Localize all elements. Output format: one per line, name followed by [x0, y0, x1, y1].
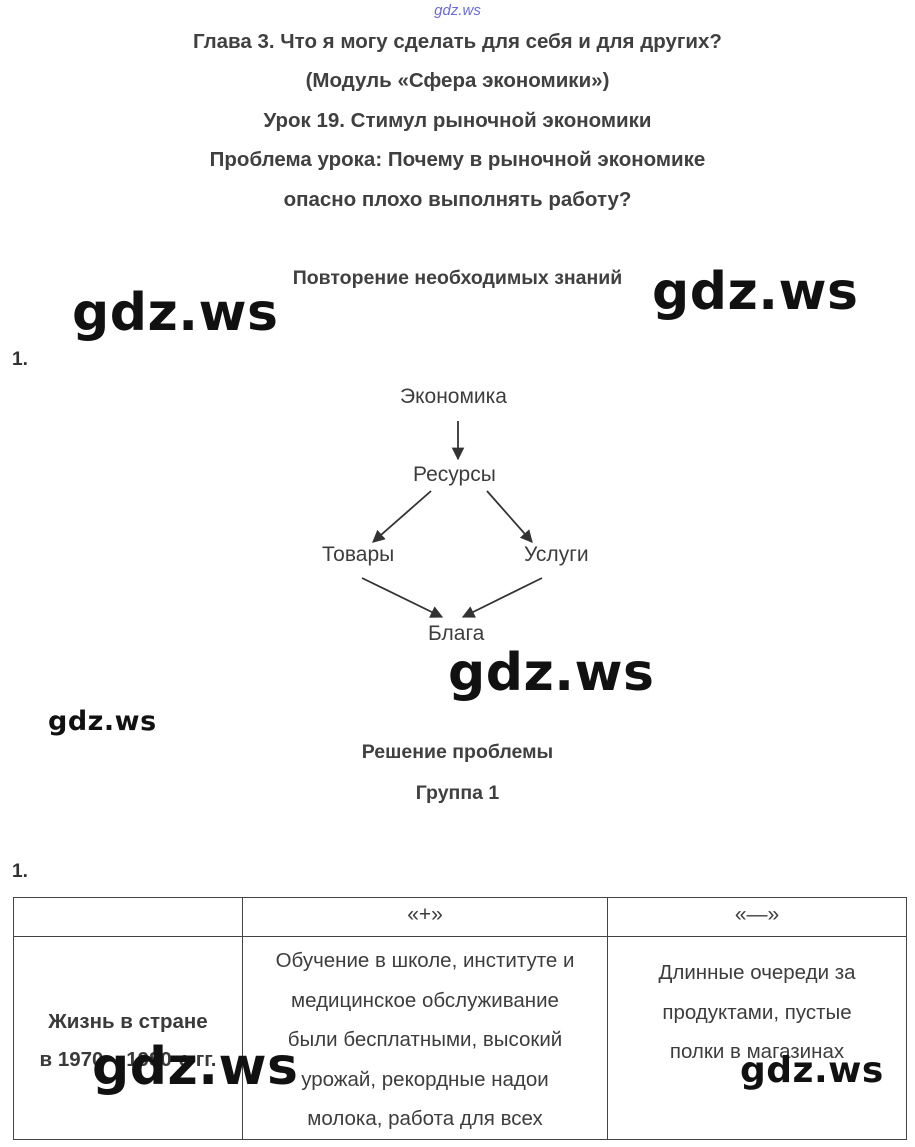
node-economy: Экономика [400, 385, 507, 408]
row-label-cell: Жизнь в стране в 1970 – 1980-е гг. [13, 936, 243, 1140]
node-services: Услуги [524, 543, 589, 566]
problem-line-2: опасно плохо выполнять работу? [283, 188, 632, 211]
column-header-plus: «+» [242, 897, 608, 937]
problem-line-1: Проблема урока: Почему в рыночной эконом… [209, 148, 706, 171]
top-watermark: gdz.ws [434, 2, 481, 19]
module-title: (Модуль «Сфера экономики») [305, 69, 610, 92]
row-label-line: Жизнь в стране [48, 1009, 208, 1033]
plus-line: медицинское обслуживание [291, 988, 559, 1012]
watermark: gdz.ws [652, 262, 859, 322]
minus-line: Длинные очереди за [658, 961, 856, 984]
plus-line: Обучение в школе, институте и [275, 949, 575, 972]
group-title: Группа 1 [415, 782, 500, 804]
column-header-minus: «—» [607, 897, 907, 937]
table-row: Жизнь в стране в 1970 – 1980-е гг. Обуче… [13, 936, 907, 1140]
watermark: gdz.ws [72, 283, 279, 343]
minus-cell: Длинные очереди за продуктами, пустые по… [607, 936, 907, 1140]
plus-line: молока, работа для всех [307, 1107, 543, 1130]
plus-cell: Обучение в школе, институте и медицинско… [242, 936, 608, 1140]
watermark: gdz.ws [48, 706, 157, 737]
chapter-title: Глава 3. Что я могу сделать для себя и д… [193, 30, 722, 53]
arrow-resources-services [486, 490, 533, 543]
review-item-number: 1. [12, 349, 28, 370]
diagram-arrows [361, 421, 543, 618]
node-benefits: Блага [428, 622, 485, 645]
minus-line: продуктами, пустые [662, 1000, 852, 1024]
table-header-row: «+» «—» [13, 897, 907, 937]
plus-line: урожай, рекордные надои [301, 1067, 549, 1091]
watermark: gdz.ws [92, 1037, 299, 1097]
watermark: gdz.ws [448, 643, 655, 703]
node-resources: Ресурсы [413, 463, 496, 486]
minus-line: полки в магазинах [669, 1040, 845, 1063]
arrow-goods-benefits [361, 577, 444, 618]
row-label-line: в 1970 – 1980-е гг. [39, 1047, 217, 1071]
plus-line: были бесплатными, высокий [287, 1028, 563, 1051]
comparison-table: «+» «—» Жизнь в стране в 1970 – 1980-е г… [13, 897, 907, 1140]
table-corner-cell [13, 897, 243, 937]
arrow-resources-goods [372, 490, 432, 543]
lesson-title: Урок 19. Стимул рыночной экономики [263, 109, 652, 132]
node-goods: Товары [322, 543, 395, 566]
solution-item-number: 1. [12, 861, 28, 882]
arrow-services-benefits [461, 577, 543, 618]
review-title: Повторение необходимых знаний [292, 267, 623, 289]
solution-title: Решение проблемы [361, 741, 554, 763]
watermark: gdz.ws [740, 1050, 884, 1091]
